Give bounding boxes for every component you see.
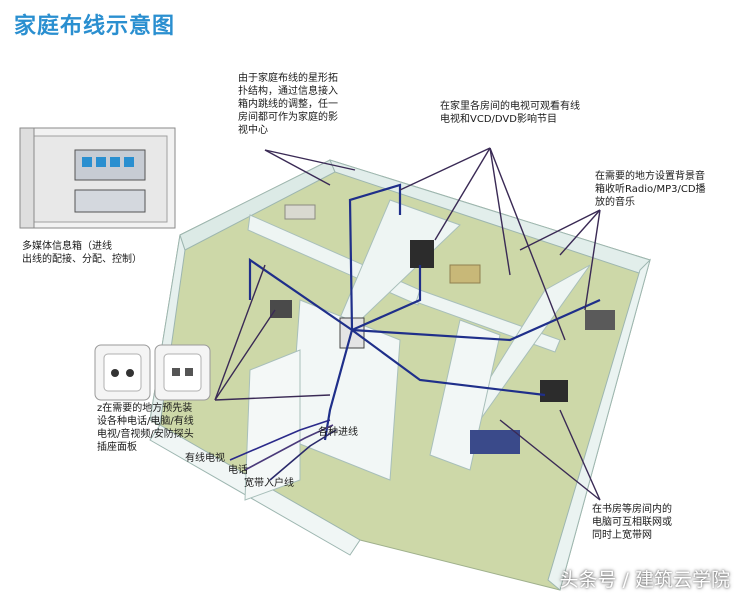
- note-study-network: 在书房等房间内的 电脑可互相联网或 同时上宽带网: [592, 504, 672, 541]
- note-background-music: 在需要的地方设置背景音 箱收听Radio/MP3/CD播 放的音乐: [595, 171, 706, 208]
- leader-lines: [214, 147, 601, 501]
- note-info-box: 多媒体信息箱（进线 出线的配接、分配、控制）: [22, 241, 142, 265]
- incoming-wire-bundle: [229, 419, 337, 481]
- socket-panel-left: [94, 344, 151, 401]
- furniture-kitchen: [284, 204, 316, 220]
- interior-wall-7: [429, 319, 501, 471]
- outer-wall-front-right: [547, 258, 651, 591]
- label-cable-tv: 有线电视: [185, 453, 225, 464]
- furniture-bed: [470, 430, 520, 454]
- page-title: 家庭布线示意图: [14, 14, 176, 39]
- furniture-computer: [270, 300, 292, 318]
- note-tv-vcd: 在家里各房间的电视可观看有线 电视和VCD/DVD影响节目: [440, 101, 580, 125]
- furniture-sofa: [449, 264, 481, 284]
- label-phone: 电话: [228, 465, 248, 476]
- furniture-desk-study: [585, 310, 615, 330]
- socket-panel-right: [154, 344, 211, 401]
- furniture-tv-bedroom: [540, 380, 568, 402]
- note-star-topology: 由于家庭布线的星形拓 扑结构，通过信息接入 箱内跳线的调整，任一 房间都可作为家…: [238, 73, 338, 136]
- wiring-lines: [248, 183, 601, 441]
- watermark: 头条号 / 建筑云学院: [559, 569, 730, 591]
- note-sockets: z在需要的地方预先装 设各种电话/电脑/有线 电视/音视频/安防探头 插座面板: [97, 403, 194, 453]
- label-broadband: 宽带入户线: [244, 478, 294, 489]
- multimedia-info-box: [19, 127, 176, 229]
- label-incoming-lines: 各种进线: [318, 427, 358, 438]
- furniture-tv-living: [410, 240, 434, 268]
